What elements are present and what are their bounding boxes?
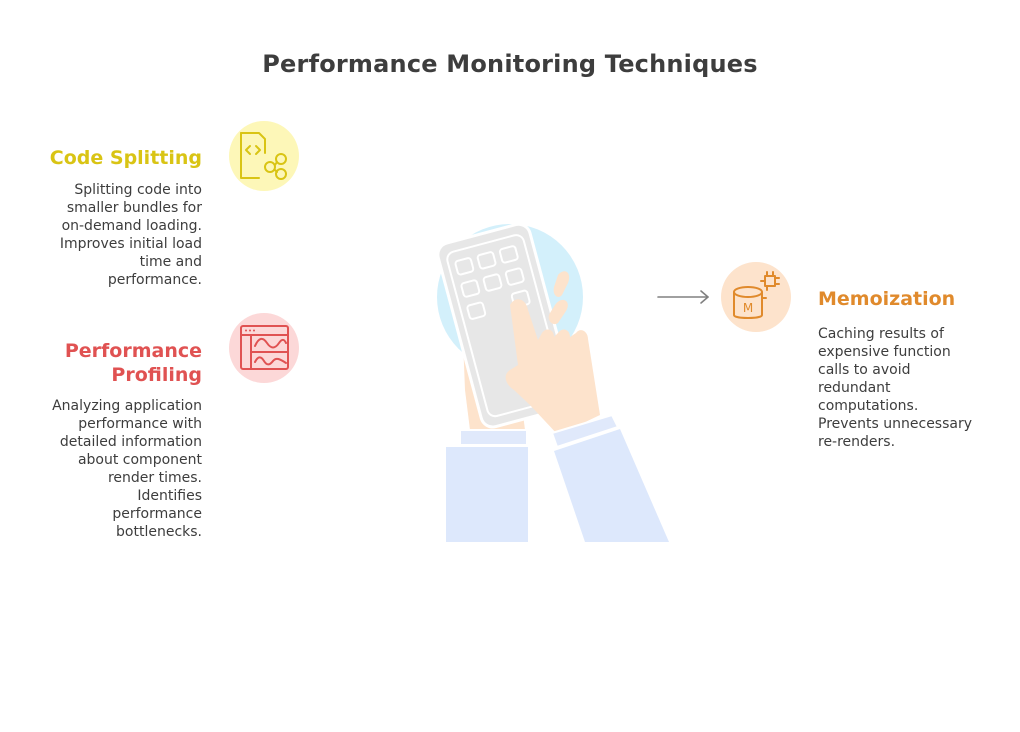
description-line: performance	[112, 506, 202, 522]
code-splitting-description: Splitting code into smaller bundles for …	[60, 181, 202, 289]
code-file-share-icon	[240, 132, 287, 180]
description-line: performance.	[107, 272, 202, 288]
description-line: Caching results of	[818, 326, 944, 342]
code-splitting-icon-badge	[229, 121, 299, 191]
description-line: Improves initial load	[59, 236, 202, 252]
hands-holding-calculator-illustration	[436, 222, 669, 542]
description-line: detailed information	[59, 434, 202, 450]
code-splitting-heading: Code Splitting	[49, 147, 202, 169]
memoization-icon-letter: M	[743, 301, 753, 315]
description-line: render times.	[107, 470, 202, 486]
finger	[553, 271, 570, 298]
left-sleeve	[446, 447, 528, 542]
arrow-right-icon	[657, 290, 709, 304]
description-line: Identifies	[137, 488, 202, 504]
description-line: Prevents unnecessary	[818, 416, 973, 432]
performance-profiling-description: Analyzing application performance with d…	[52, 397, 202, 541]
description-line: performance with	[78, 416, 202, 432]
performance-profiling-heading: Performance Profiling	[65, 339, 202, 387]
description-line: bottlenecks.	[116, 524, 202, 540]
right-cuff	[550, 413, 620, 449]
heading-line: Performance	[64, 340, 202, 362]
memoization-description: Caching results of expensive function ca…	[818, 325, 972, 451]
database-chip-icon: M	[733, 271, 780, 319]
description-line: expensive function	[818, 344, 951, 360]
description-line: Splitting code into	[74, 182, 202, 198]
description-line: time and	[139, 254, 202, 270]
description-line: Analyzing application	[52, 398, 202, 414]
description-line: calls to avoid	[818, 362, 911, 378]
memoization-heading: Memoization	[818, 288, 956, 310]
finger	[548, 299, 568, 325]
description-line: redundant	[818, 380, 891, 396]
right-hand	[505, 299, 600, 435]
left-cuff	[459, 429, 528, 446]
description-line: about component	[77, 452, 202, 468]
memoization-icon-badge: M	[721, 262, 791, 332]
page-title: Performance Monitoring Techniques	[262, 50, 758, 78]
performance-profiling-icon-badge	[229, 313, 299, 383]
description-line: computations.	[818, 398, 919, 414]
description-line: re-renders.	[818, 434, 896, 450]
description-line: on-demand loading.	[61, 218, 202, 234]
heading-line: Profiling	[111, 364, 202, 386]
right-sleeve	[554, 429, 669, 542]
browser-waveform-icon	[240, 325, 289, 370]
description-line: smaller bundles for	[66, 200, 202, 216]
